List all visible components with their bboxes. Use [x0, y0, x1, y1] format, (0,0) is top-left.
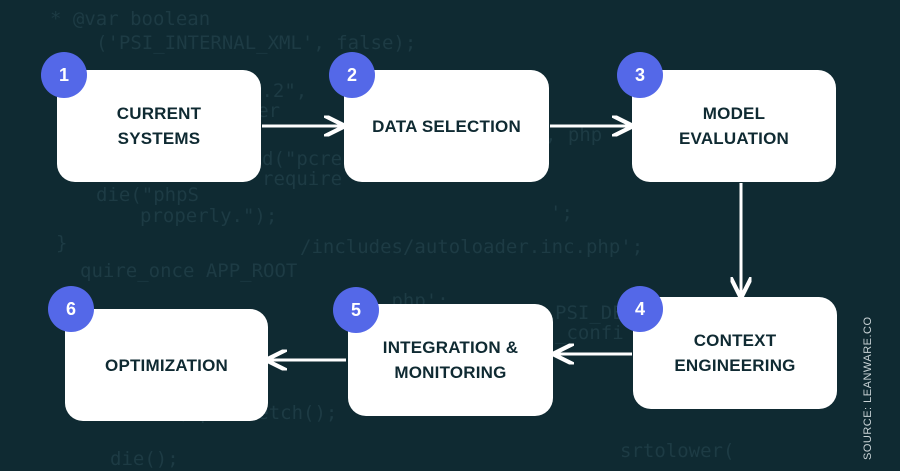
step-number-badge: 4 [617, 286, 663, 332]
step-box-model-evaluation: MODEL EVALUATION [632, 70, 836, 182]
step-label: CURRENT SYSTEMS [116, 104, 202, 148]
step-number-badge: 1 [41, 52, 87, 98]
step-box-current-systems: CURRENT SYSTEMS [57, 70, 261, 182]
step-label: DATA SELECTION [372, 116, 521, 136]
step-box-data-selection: DATA SELECTION [344, 70, 549, 182]
step-label: CONTEXT ENGINEERING [674, 331, 796, 375]
step-number-badge: 6 [48, 286, 94, 332]
step-box-integration-monitoring: INTEGRATION & MONITORING [348, 304, 553, 416]
step-box-context-engineering: CONTEXT ENGINEERING [633, 297, 837, 409]
step-box-optimization: OPTIMIZATION [65, 309, 268, 421]
step-number-badge: 5 [333, 287, 379, 333]
step-number-badge: 2 [329, 52, 375, 98]
step-label: MODEL EVALUATION [679, 104, 789, 148]
step-label: OPTIMIZATION [105, 355, 228, 375]
step-number-badge: 3 [617, 52, 663, 98]
source-credit: SOURCE: LEANWARE.CO [862, 316, 874, 460]
step-label: INTEGRATION & MONITORING [382, 338, 519, 382]
